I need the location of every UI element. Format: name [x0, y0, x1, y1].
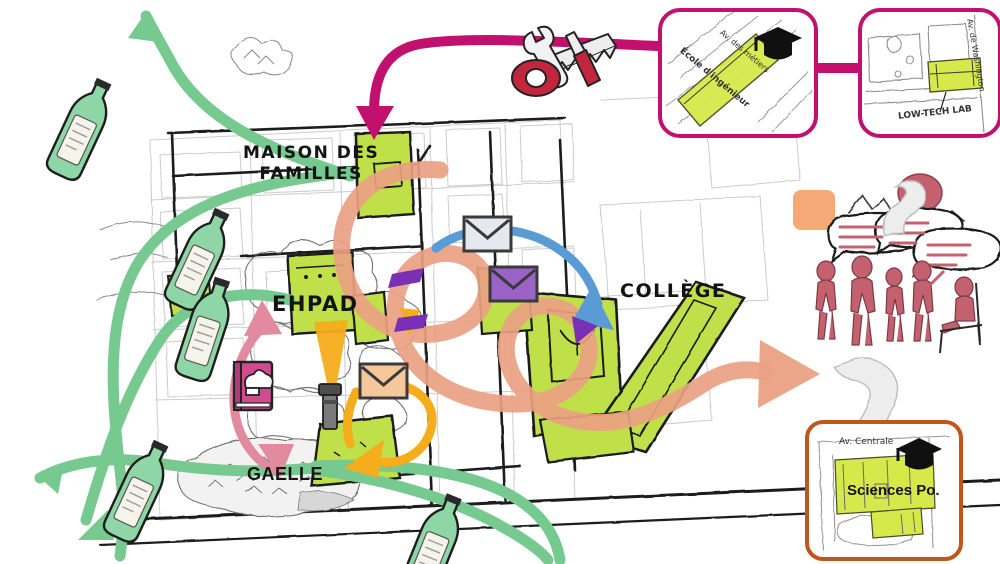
person-child — [885, 267, 905, 342]
people-group — [815, 255, 976, 346]
tools-wrench-hammer-saw-icon — [511, 25, 617, 97]
person-pointing — [912, 260, 946, 342]
message-bottle-icon — [163, 207, 230, 311]
cookbook-chef-hat-icon — [232, 360, 274, 412]
inset-low-tech-lab[interactable]: Av. de Washington LOW-TECH LAB — [858, 8, 1000, 138]
flow-salmon-arrowhead — [758, 340, 820, 408]
flow-orange — [343, 381, 437, 467]
message-bottle-icon — [400, 493, 462, 564]
purple-accents — [388, 268, 598, 344]
envelope-icon — [488, 265, 539, 303]
inset-ecole-map — [665, 12, 813, 133]
flow-pink-arrowhead-up — [244, 300, 282, 336]
message-bottle-icon — [45, 77, 112, 181]
chair — [939, 282, 983, 354]
flashlight-icon — [314, 320, 348, 430]
flow-pink — [229, 323, 279, 475]
person-tall — [850, 255, 876, 346]
building-gymnase — [587, 280, 746, 454]
flow-orange-arrowhead — [344, 440, 384, 478]
graduation-cap-icon — [754, 27, 802, 60]
inset-ecole-ingenieur[interactable]: Av. des métiers École d'ingénieur — [658, 8, 818, 138]
envelope-icon — [462, 215, 513, 253]
envelope-icon — [358, 362, 409, 400]
flow-blue-arrowhead — [572, 286, 614, 330]
flow-salmon-swirl — [333, 161, 773, 432]
person-seated — [941, 276, 976, 334]
inset-sciencespo-map — [816, 435, 950, 551]
flow-pink-arrowhead-down — [258, 444, 294, 478]
inset-sciences-po[interactable]: Av. Centrale Sciences Po. — [805, 420, 963, 561]
peach-square — [793, 190, 835, 230]
flow-green-arrowheads — [36, 12, 158, 540]
message-bottle-icon — [174, 276, 231, 383]
graduation-cap-icon — [896, 438, 942, 470]
message-bottle-icon — [102, 439, 169, 543]
inset-lowtech-map — [863, 13, 985, 133]
person-with-cane — [815, 260, 837, 340]
